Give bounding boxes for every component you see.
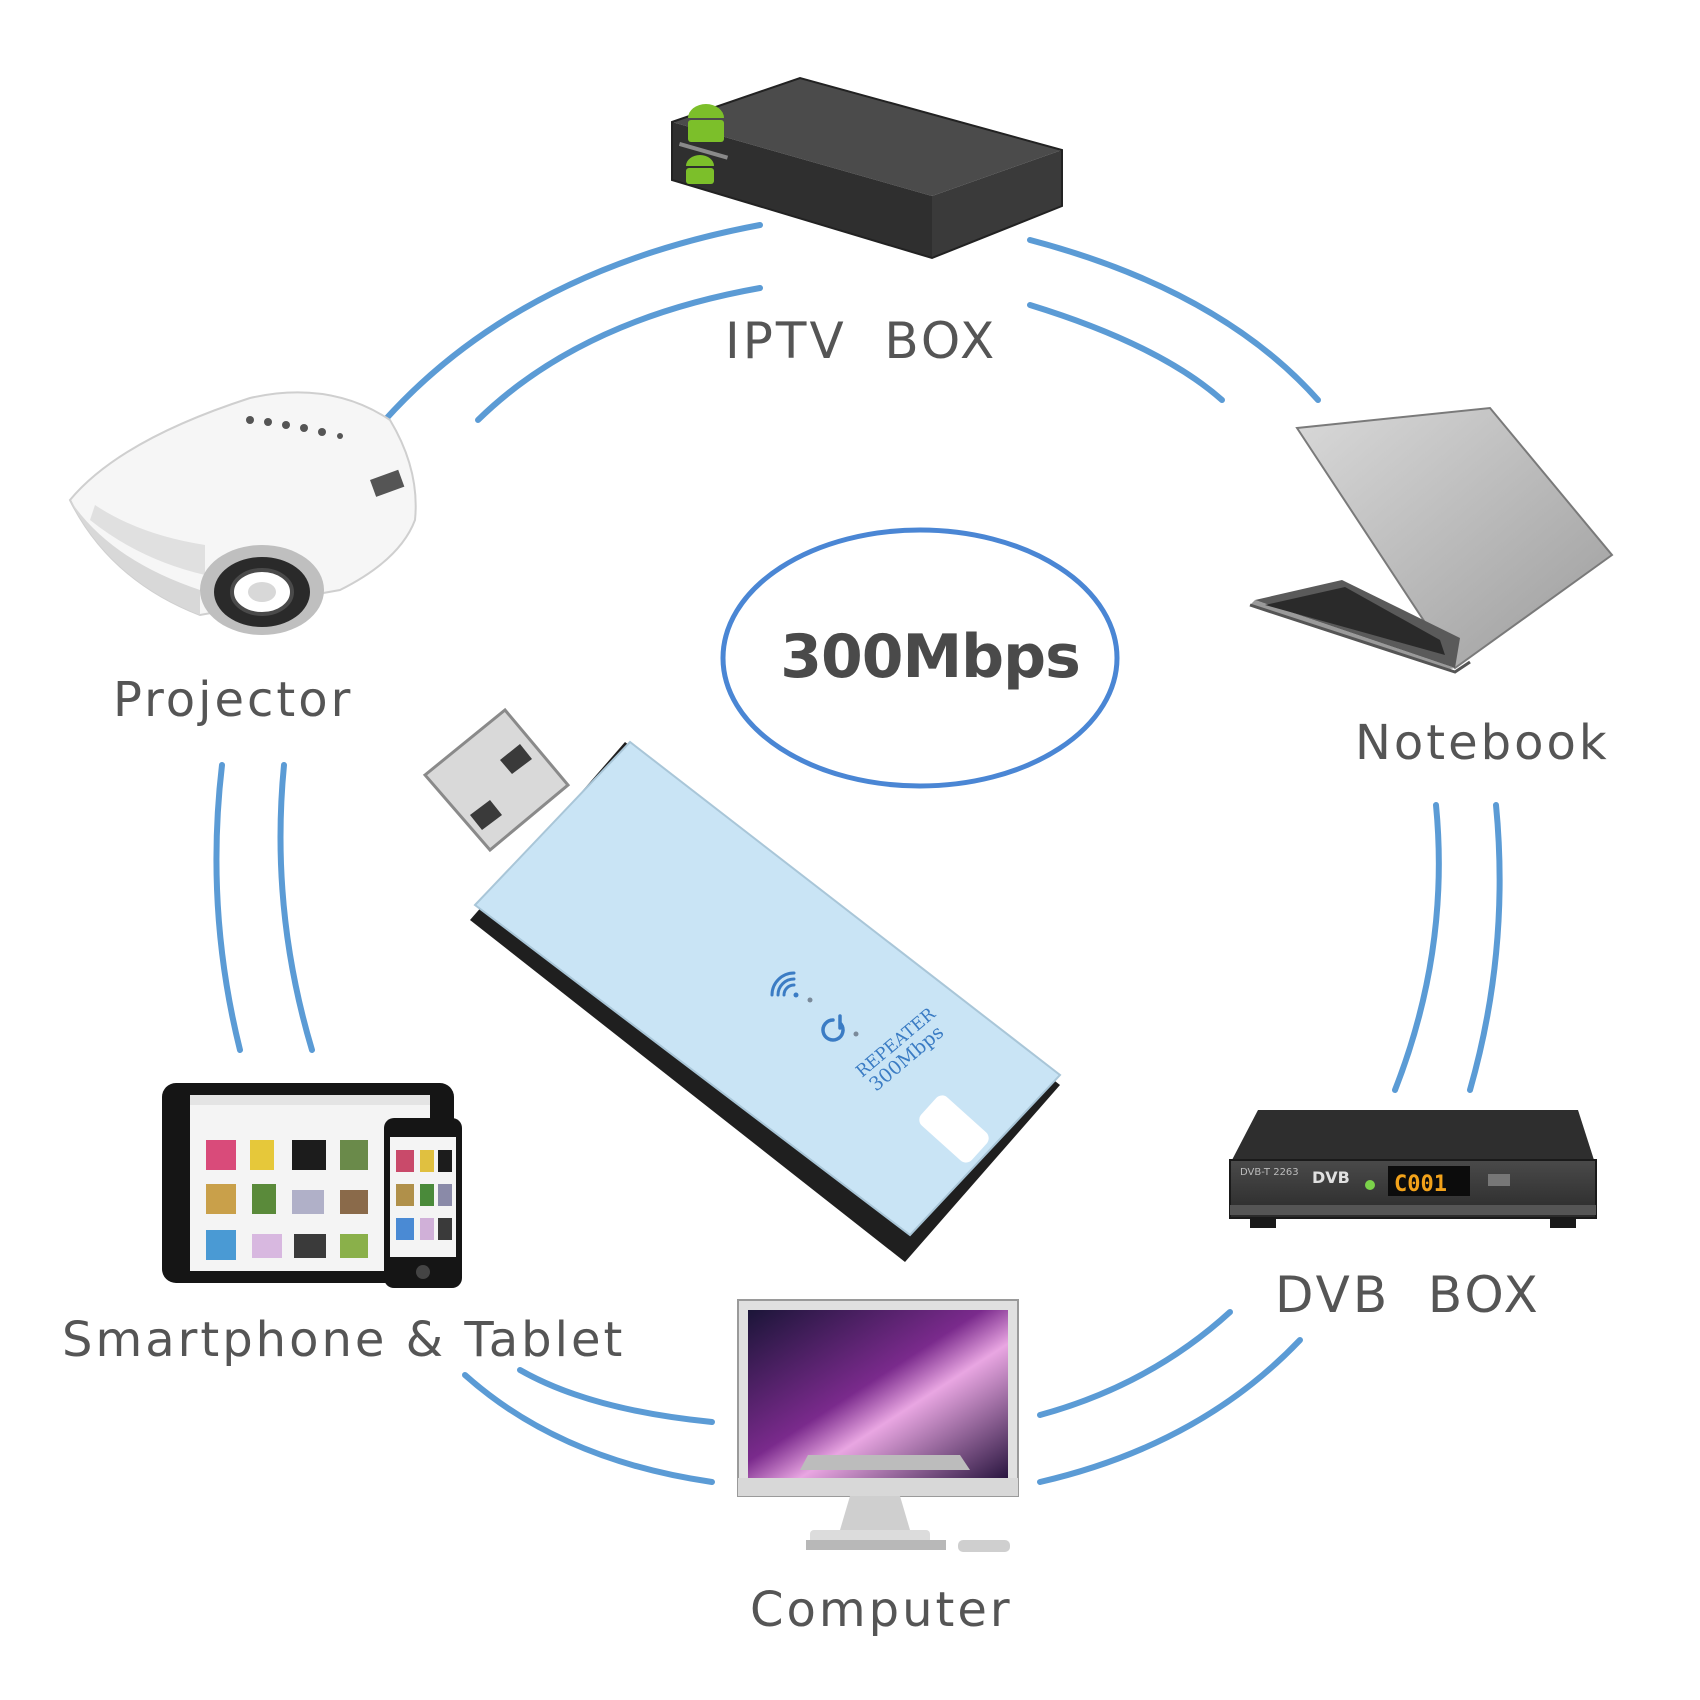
arc-bottom-left-outer — [462, 1372, 715, 1485]
computer-image — [737, 1299, 1019, 1552]
usb-adapter-image: REPEATER 300Mbps — [422, 707, 1062, 1262]
computer-label: Computer — [750, 1582, 1013, 1638]
dvb-box-image: DVB-T 2263 DVB C001 — [1229, 1110, 1597, 1228]
notebook-label: Notebook — [1355, 715, 1610, 771]
speed-ellipse — [720, 527, 1120, 789]
tablet-phone-image — [162, 1083, 462, 1288]
power-icon — [821, 1014, 845, 1042]
android-icon — [686, 104, 724, 184]
signal-arcs — [213, 222, 1503, 1485]
arc-left-inner — [277, 762, 315, 1053]
notebook-image — [1249, 406, 1614, 674]
arc-bottom-right-outer — [1037, 1337, 1303, 1485]
arc-top-right-inner — [1027, 302, 1225, 403]
arc-top-left-inner — [475, 285, 763, 423]
projector-image — [68, 391, 417, 635]
arc-left-outer — [213, 762, 243, 1053]
power-led — [1365, 1180, 1375, 1190]
adapter-lanyard-slot — [919, 1095, 989, 1163]
arc-top-right-outer — [1027, 237, 1321, 403]
dvb-model-text: DVB-T 2263 — [1240, 1167, 1299, 1178]
dvb-logo-text: DVB — [1312, 1168, 1350, 1187]
dvb-box-label: DVB BOX — [1275, 1266, 1541, 1324]
arc-right-inner — [1392, 802, 1442, 1093]
dvb-display-panel — [1388, 1166, 1470, 1196]
tablet-app-grid — [206, 1140, 368, 1260]
arc-right-outer — [1467, 802, 1503, 1093]
speed-badge-text: 300Mbps — [780, 622, 1081, 692]
dvb-display-text: C001 — [1394, 1172, 1447, 1197]
projector-label: Projector — [113, 672, 354, 728]
iptv-box-label: IPTV BOX — [725, 312, 998, 370]
arc-bottom-left-inner — [517, 1367, 715, 1425]
smartphone-tablet-label: Smartphone & Tablet — [62, 1312, 626, 1368]
wifi-icon — [770, 971, 799, 998]
iptv-box-image — [671, 76, 1063, 260]
arc-bottom-right-inner — [1037, 1309, 1233, 1418]
arc-top-left-outer — [382, 222, 763, 423]
